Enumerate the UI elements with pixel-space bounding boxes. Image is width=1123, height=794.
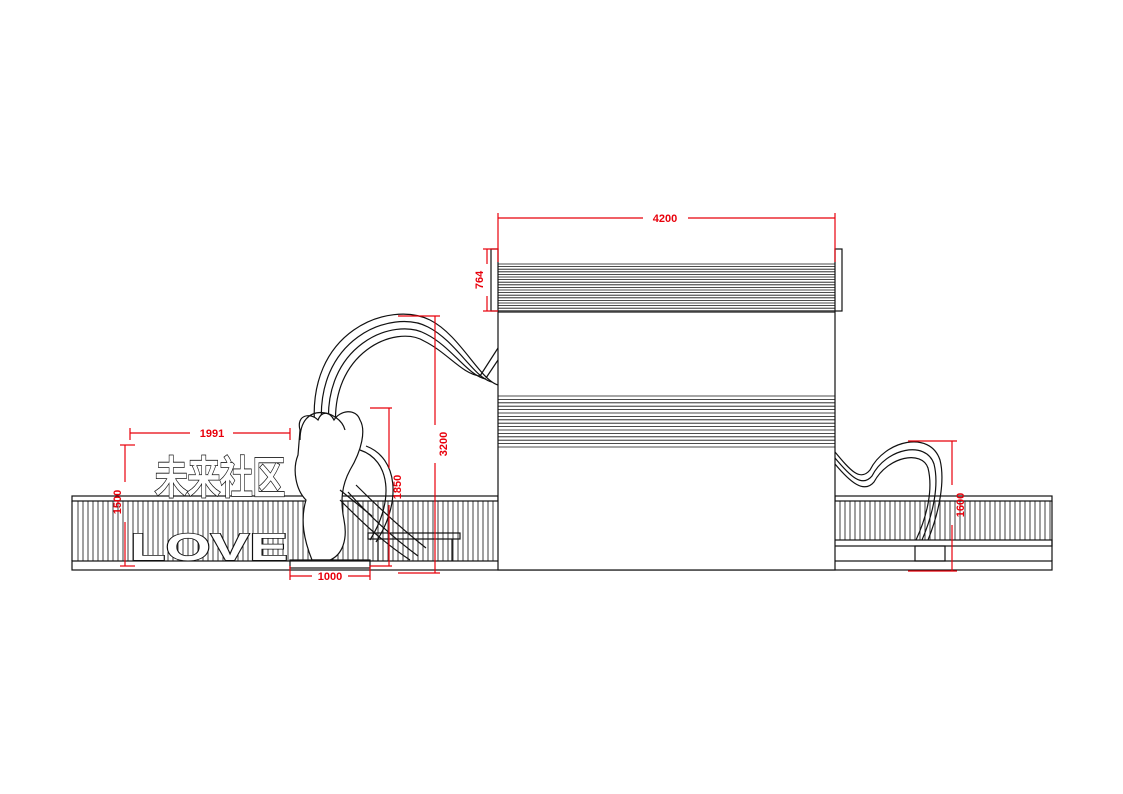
community-sign: 未来社区 LOVE <box>129 453 289 570</box>
right-railing <box>827 495 1053 562</box>
dimension-label-figure-base: 1000 <box>318 571 342 583</box>
dimension-sign-width: 1991 <box>129 428 291 440</box>
dimension-label-arch-height: 3200 <box>438 432 450 456</box>
dimension-label-sign-height: 1500 <box>112 490 124 514</box>
dimension-label-roof-width: 4200 <box>653 213 677 225</box>
sign-love-word: LOVE <box>130 527 288 569</box>
dimension-sign-height: 1500 <box>112 444 135 567</box>
dimension-label-figure-height: 1850 <box>392 475 404 499</box>
left-railing <box>71 495 499 561</box>
figure-sculpture <box>289 411 461 569</box>
right-railing-bars <box>839 501 1051 540</box>
dimension-arch-height: 3200 <box>398 315 450 574</box>
roof-slats <box>498 263 835 312</box>
dimension-figure-height: 1850 <box>370 407 404 567</box>
dimension-roof-width: 4200 <box>497 213 836 262</box>
central-pavilion <box>490 248 843 571</box>
dimension-label-sign-width: 1991 <box>200 428 224 440</box>
dimension-label-roof-height: 764 <box>474 270 486 289</box>
dimension-label-heart-height: 1600 <box>955 493 967 517</box>
sign-title: 未来社区 <box>155 454 285 503</box>
facade-slats <box>498 395 835 448</box>
dimension-figure-base: 1000 <box>289 566 371 583</box>
right-heart <box>834 441 943 541</box>
dimension-heart-height: 1600 <box>908 440 967 572</box>
left-railing-bars <box>77 501 494 561</box>
dimension-roof-height: 764 <box>474 248 498 312</box>
